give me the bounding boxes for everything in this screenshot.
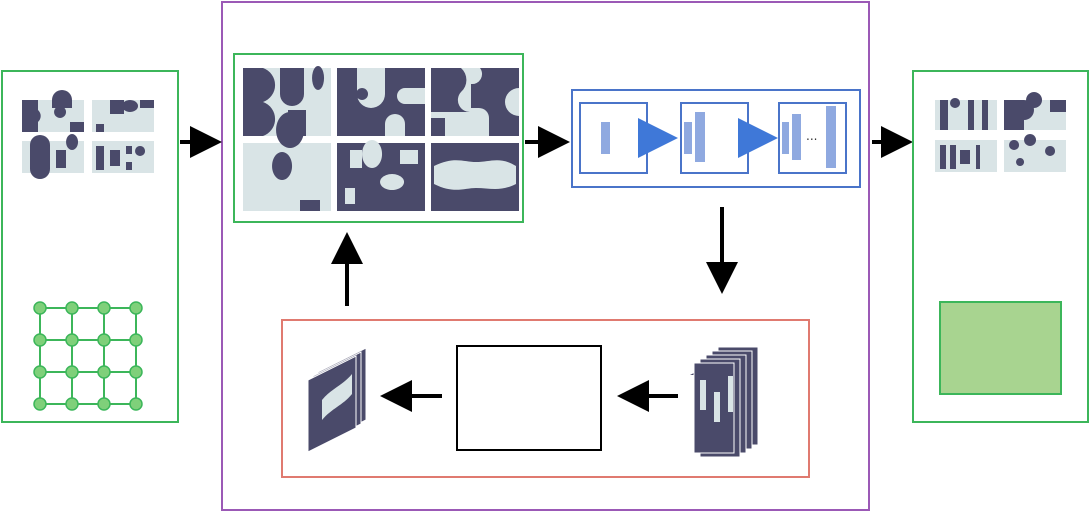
grid-node (129, 365, 143, 379)
stacked-patterns-output (307, 347, 367, 453)
generator-box (456, 345, 602, 451)
grid-node (129, 301, 143, 315)
grid-node (33, 365, 47, 379)
grid-node (65, 333, 79, 347)
stacked-patterns-input (690, 346, 759, 458)
grid-node (33, 397, 47, 411)
grid-node (65, 301, 79, 315)
output-result-block (939, 301, 1062, 395)
pattern-grid-panel (233, 53, 524, 223)
main-process-frame (221, 1, 870, 511)
grid-node (97, 301, 111, 315)
grid-node (97, 397, 111, 411)
grid-node (65, 397, 79, 411)
grid-node (97, 333, 111, 347)
cnn-panel: ... (571, 89, 861, 188)
grid-node (97, 365, 111, 379)
input-patterns (22, 90, 154, 179)
output-panel (912, 70, 1089, 423)
grid-node (129, 333, 143, 347)
input-panel (1, 70, 179, 423)
grid-node (33, 301, 47, 315)
grid-node (129, 397, 143, 411)
grid-node (65, 365, 79, 379)
generation-panel (281, 319, 810, 478)
node-grid (33, 301, 143, 411)
cnn-ellipsis: ... (806, 129, 817, 143)
grid-node (33, 333, 47, 347)
